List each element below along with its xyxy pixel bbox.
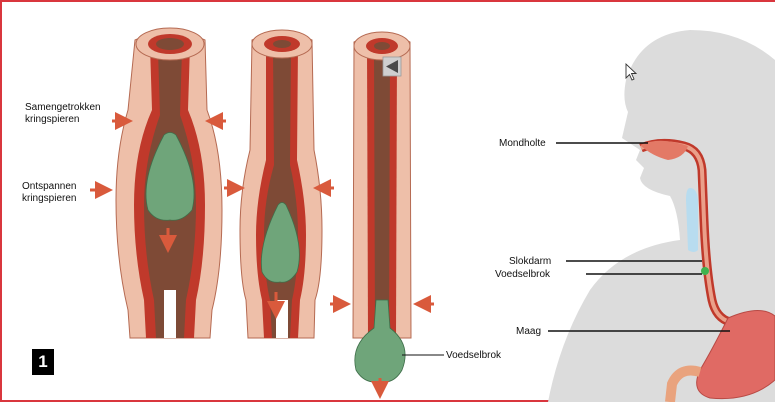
label-voedselbrok-right: Voedselbrok xyxy=(495,269,551,280)
label-ontspannen: Ontspannen xyxy=(22,181,77,192)
label-mondholte: Mondholte xyxy=(499,138,546,149)
label-maag: Maag xyxy=(516,326,541,337)
label-slokdarm: Slokdarm xyxy=(509,256,551,267)
esophagus-tube-1 xyxy=(116,28,222,338)
play-back-button[interactable] xyxy=(383,57,401,76)
bolus-dot xyxy=(701,267,709,275)
esophagus-tube-2 xyxy=(240,30,322,338)
label-samengetrokken-kringspieren: kringspieren xyxy=(25,114,79,125)
label-voedselbrok-left: Voedselbrok xyxy=(446,350,502,361)
label-ontspannen-kringspieren: kringspieren xyxy=(22,193,76,204)
esophagus-tube-3 xyxy=(353,32,411,382)
step-number-badge: 1 xyxy=(32,349,54,375)
label-samengetrokken: Samengetrokken xyxy=(25,102,101,113)
